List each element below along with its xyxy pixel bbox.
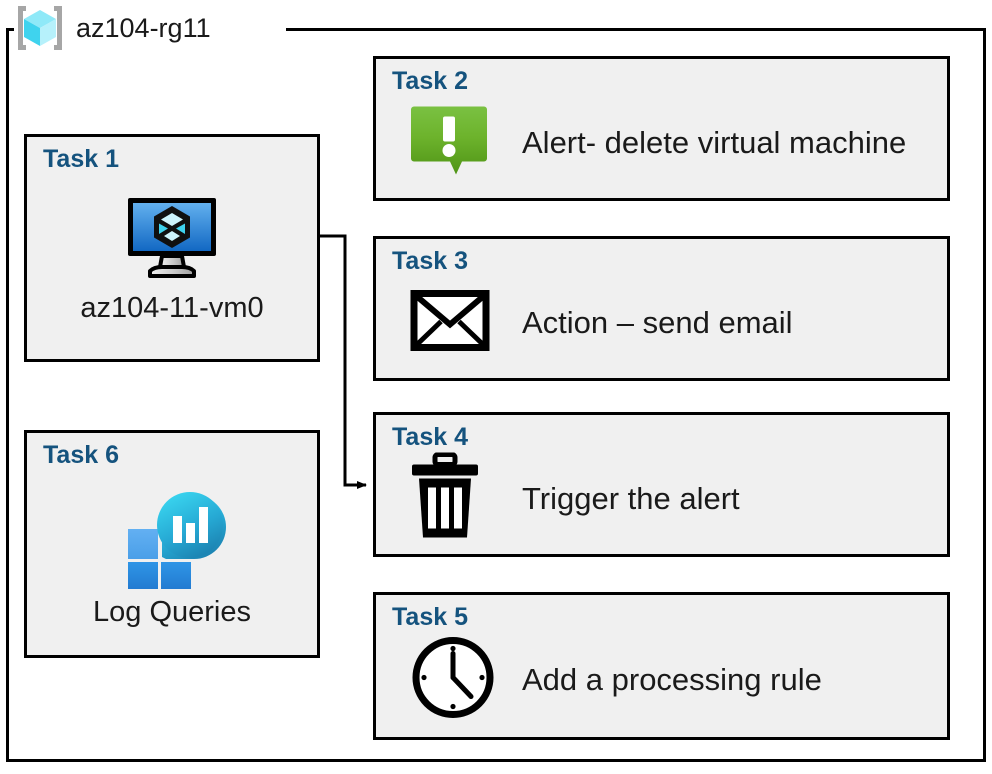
card-label: Action – send email — [522, 304, 793, 340]
card-title: Task 4 — [392, 423, 468, 451]
clock-icon — [410, 635, 496, 726]
card-title: Task 3 — [392, 247, 468, 275]
card-task-6[interactable]: Task 6 — [24, 430, 320, 658]
trash-can-icon — [410, 451, 480, 545]
log-analytics-icon — [116, 485, 228, 594]
resource-group-name: az104-rg11 — [76, 12, 211, 43]
card-task-3[interactable]: Task 3 Action – send email — [373, 236, 950, 381]
card-task-2[interactable]: Task 2 Alert- delete virtual machine — [373, 56, 950, 201]
card-task-4[interactable]: Task 4 Trigger the alert — [373, 412, 950, 557]
azure-resource-group-cube-icon — [12, 3, 68, 53]
card-title: Task 1 — [43, 145, 119, 173]
card-title: Task 6 — [43, 441, 119, 469]
envelope-icon — [410, 289, 490, 356]
card-title: Task 2 — [392, 67, 468, 95]
card-task-1[interactable]: Task 1 — [24, 134, 320, 362]
card-label: Alert- delete virtual machine — [522, 124, 907, 160]
resource-group-container — [6, 28, 986, 762]
card-title: Task 5 — [392, 603, 468, 631]
virtual-machine-icon — [124, 195, 220, 286]
resource-group-label-gap — [14, 18, 286, 40]
card-label: Log Queries — [93, 596, 251, 628]
alert-exclamation-icon — [410, 102, 488, 183]
card-label: Trigger the alert — [522, 480, 740, 516]
card-label: az104-11-vm0 — [80, 292, 264, 324]
card-task-5[interactable]: Task 5 Add a processing rule — [373, 592, 950, 740]
resource-group-label: az104-rg11 — [12, 2, 211, 54]
card-label: Add a processing rule — [522, 662, 822, 697]
